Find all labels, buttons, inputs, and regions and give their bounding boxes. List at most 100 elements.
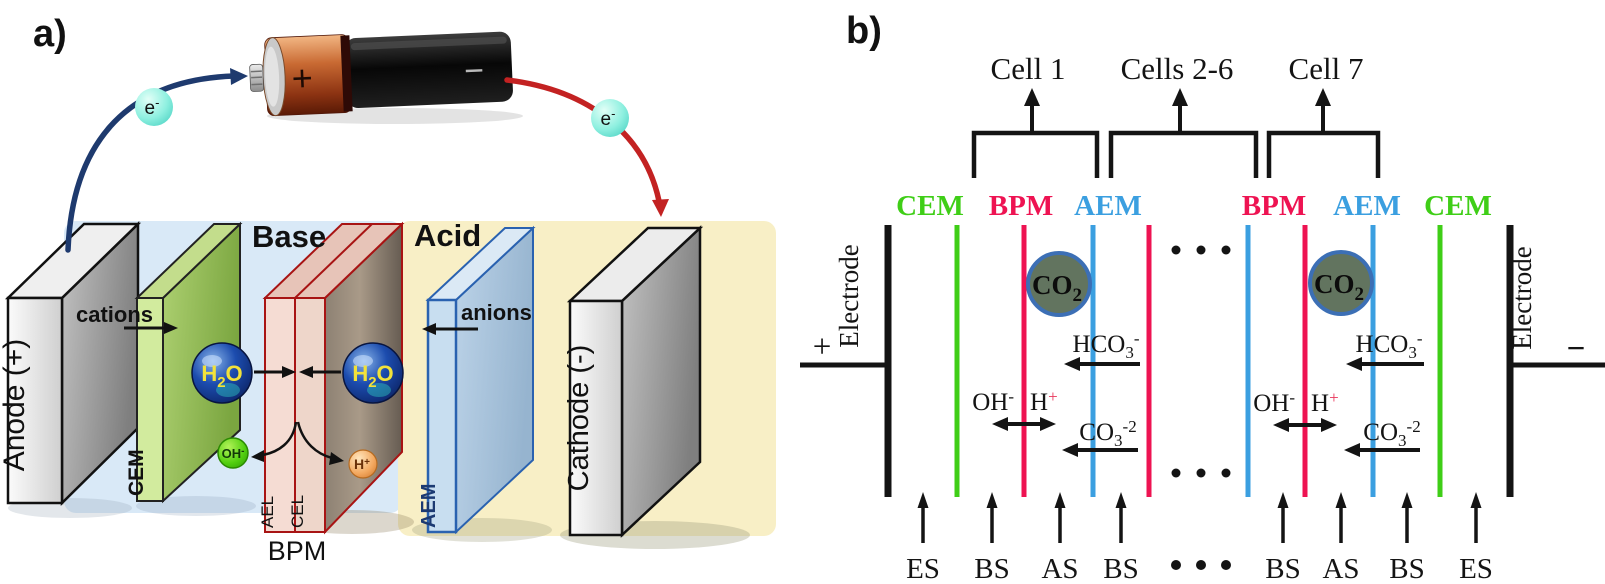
water-molecule-right: H2O <box>342 342 404 404</box>
svg-text:CO3-2: CO3-2 <box>1079 417 1136 450</box>
membrane-labels: CEM BPM AEM BPM AEM CEM <box>896 190 1492 222</box>
stream-arrowheads <box>917 492 1482 508</box>
co2-bubble-cell-1: CO2 <box>1026 251 1092 317</box>
panel-b-label: b) <box>846 10 882 52</box>
stream-label-as: AS <box>1322 553 1359 584</box>
carbonate-flow-cell-7: CO3-2 <box>1344 417 1421 457</box>
anions-flow: anions <box>422 300 532 335</box>
svg-text:H2O: H2O <box>201 361 242 391</box>
panel-b-stack-diagram: b) Cell 1 Cells 2-6 Cell 7 CEM BPM AEM B… <box>800 10 1605 584</box>
up-arrowhead-icon <box>986 492 998 508</box>
left-arrowhead-icon <box>1062 443 1078 457</box>
stream-label-bs: BS <box>1389 553 1424 584</box>
up-arrowhead-icon <box>1401 492 1413 508</box>
down-arrowhead-icon <box>652 199 669 217</box>
aem-membrane-slab: AEM <box>418 225 536 535</box>
water-splitting-cell-1: OH- H+ <box>972 387 1058 431</box>
left-arrowhead-icon <box>1344 443 1360 457</box>
svg-text:OH-: OH- <box>222 446 245 461</box>
up-arrowhead-icon <box>1054 492 1066 508</box>
electron-right: e- <box>591 99 629 137</box>
aem-label: AEM <box>1333 190 1401 222</box>
cell-7-bracket <box>1266 130 1381 178</box>
right-arrowhead-icon <box>282 366 296 378</box>
right-arrowhead-icon <box>164 322 178 334</box>
left-arrowhead-icon <box>251 450 264 462</box>
left-arrowhead-icon <box>299 366 313 378</box>
right-arrowhead-icon <box>1321 418 1337 432</box>
water-splitting-cell-7: OH- H+ <box>1253 388 1339 432</box>
cem-label: CEM <box>1424 190 1492 222</box>
up-arrowhead-icon <box>1335 492 1347 508</box>
left-arrowhead-icon <box>422 323 436 335</box>
water-molecule-left: H2O <box>191 342 253 404</box>
stream-label-es: ES <box>1459 553 1493 584</box>
acid-region-label: Acid <box>414 218 481 253</box>
battery-negative-body <box>344 31 513 108</box>
cations-flow: cations <box>76 302 178 334</box>
cathode-wire <box>504 77 669 217</box>
cells-2-6-label: Cells 2-6 <box>1121 51 1234 86</box>
left-arrowhead-icon <box>992 417 1008 431</box>
cell-groups <box>971 102 1381 178</box>
svg-text:CO3-2: CO3-2 <box>1363 417 1420 450</box>
right-arrowhead-icon <box>1040 417 1056 431</box>
anions-label: anions <box>461 300 532 325</box>
cations-label: cations <box>76 302 153 327</box>
left-arrowhead-icon <box>1064 357 1080 371</box>
up-arrowhead-icon <box>1470 492 1482 508</box>
right-arrowhead-icon <box>329 452 344 465</box>
proton-ion: H+ <box>348 449 378 479</box>
ael-layer <box>264 297 296 533</box>
svg-text:CO2: CO2 <box>1314 269 1364 305</box>
positive-sign: + <box>813 329 832 365</box>
up-arrowhead-icon <box>1315 88 1331 106</box>
battery-plus-sign: + <box>291 57 314 99</box>
ael-label: AEL <box>258 496 277 528</box>
carbonate-flow-cell-1: CO3-2 <box>1062 417 1138 457</box>
aem-label: AEM <box>1074 190 1142 222</box>
water-splitting-arrows <box>251 421 344 465</box>
cell-1-bracket <box>971 130 1100 178</box>
stream-label-bs: BS <box>1265 553 1300 584</box>
cell-group-arrowheads <box>1024 88 1331 106</box>
panel-a-label: a) <box>33 13 67 55</box>
cem-label: CEM <box>896 190 964 222</box>
svg-text:OH-: OH- <box>1253 388 1295 417</box>
stream-label-bs: BS <box>1103 553 1138 584</box>
bicarbonate-flow-cell-1: HCO3- <box>1064 329 1140 371</box>
stream-label-as: AS <box>1041 553 1078 584</box>
anode-label: Anode (+) <box>0 339 31 472</box>
base-region-label: Base <box>252 219 326 254</box>
svg-text:HCO3-: HCO3- <box>1073 329 1140 362</box>
up-arrowhead-icon <box>1277 492 1289 508</box>
electrode-label-right: Electrode <box>1507 246 1537 349</box>
co2-bubble-cell-7: CO2 <box>1308 250 1374 316</box>
bpm-label: BPM <box>1242 190 1306 222</box>
svg-text:H+: H+ <box>1311 388 1339 417</box>
battery-minus-sign: − <box>463 51 484 90</box>
bicarbonate-flow-cell-7: HCO3- <box>1346 329 1424 371</box>
cathode-label: Cathode (-) <box>563 345 595 492</box>
up-arrowhead-icon <box>1024 88 1040 106</box>
right-arrowhead-icon <box>230 68 248 85</box>
electrode-label-left: Electrode <box>834 244 864 347</box>
stream-labels: ES BS AS BS BS AS BS ES <box>906 553 1493 584</box>
stack-lines <box>884 225 1514 497</box>
svg-text:e-: e- <box>145 95 160 119</box>
svg-text:H2O: H2O <box>352 361 393 391</box>
svg-text:HCO3-: HCO3- <box>1356 329 1423 362</box>
svg-text:e-: e- <box>601 106 616 130</box>
cell-7-label: Cell 7 <box>1289 51 1364 86</box>
svg-text:H+: H+ <box>1030 387 1058 416</box>
hydroxide-ion: OH- <box>217 437 249 469</box>
left-arrowhead-icon <box>1273 418 1289 432</box>
water-into-bpm-arrows <box>254 366 341 378</box>
bpm-label: BPM <box>989 190 1053 222</box>
up-arrowhead-icon <box>917 492 929 508</box>
electron-left: e- <box>135 88 173 126</box>
svg-text:H+: H+ <box>354 456 370 472</box>
electrode-terminals: + − <box>800 329 1605 368</box>
cem-label: CEM <box>125 449 148 496</box>
cel-layer <box>294 297 326 533</box>
